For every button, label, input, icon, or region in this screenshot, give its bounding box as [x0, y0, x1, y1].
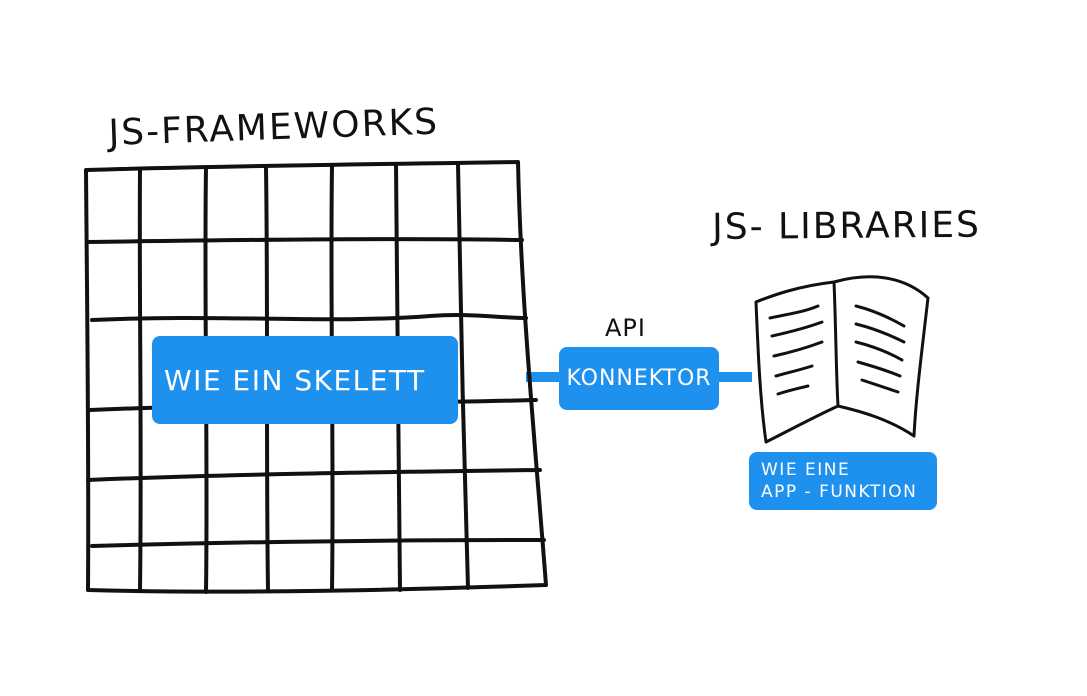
book-text-line [854, 304, 906, 328]
app-function-label-box: WIE EINE APP - FUNKTION [749, 452, 937, 510]
app-function-label-line2: APP - FUNKTION [761, 482, 918, 502]
connector-label: KONNEKTOR [566, 366, 712, 391]
book-spine [832, 280, 840, 408]
grid-column-line [137, 168, 143, 592]
book-text-line [856, 360, 902, 378]
open-book-icon [754, 275, 930, 444]
book-text-line [774, 364, 814, 378]
grid-row-line [86, 237, 524, 244]
book-text-line [776, 384, 810, 396]
book-right-page [832, 275, 930, 438]
book-text-line [860, 378, 900, 394]
book-text-line [854, 340, 904, 362]
skeleton-label-box: WIE EIN SKELETT [152, 336, 458, 424]
grid-outer-frame [84, 160, 548, 594]
connector-label-box: KONNEKTOR [559, 347, 719, 410]
api-label: API [605, 314, 646, 342]
book-text-line [768, 304, 820, 320]
book-text-line [772, 340, 824, 358]
book-text-line [770, 320, 824, 338]
grid-row-line [86, 468, 542, 482]
grid-column-line [456, 162, 470, 590]
libraries-title: JS- LIBRARIES [711, 204, 982, 248]
grid-row-line [90, 538, 546, 548]
book-left-page [754, 280, 840, 444]
book-text-line [854, 322, 906, 344]
app-function-label-line1: WIE EINE [761, 459, 851, 480]
skeleton-label: WIE EIN SKELETT [164, 363, 426, 397]
grid-row-line [90, 313, 528, 322]
